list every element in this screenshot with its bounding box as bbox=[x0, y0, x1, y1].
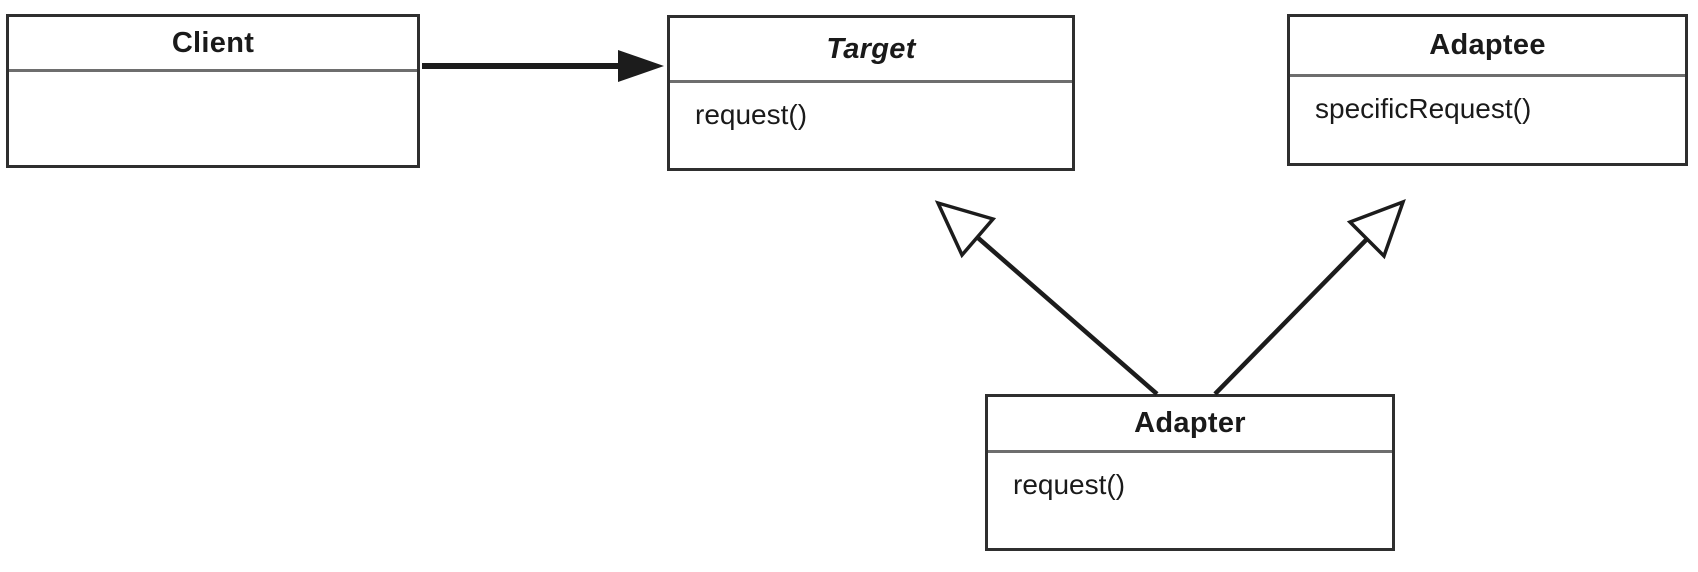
hollow-triangle-icon bbox=[1346, 199, 1406, 260]
class-title-adaptee: Adaptee bbox=[1290, 17, 1685, 77]
method-label: request() bbox=[695, 99, 808, 130]
class-title-adapter: Adapter bbox=[988, 397, 1392, 453]
class-box-target: Target request() bbox=[667, 15, 1075, 171]
class-methods-adaptee: specificRequest() bbox=[1290, 77, 1685, 163]
class-title-target: Target bbox=[670, 18, 1072, 83]
class-methods-target: request() bbox=[670, 83, 1072, 168]
class-box-adapter: Adapter request() bbox=[985, 394, 1395, 551]
class-title-client: Client bbox=[9, 17, 417, 72]
class-methods-client bbox=[9, 72, 417, 165]
class-box-client: Client bbox=[6, 14, 420, 168]
generalization-arrow-adapter-target bbox=[934, 200, 1159, 396]
hollow-triangle-icon bbox=[934, 200, 997, 259]
method-label: specificRequest() bbox=[1315, 93, 1532, 124]
method-label: request() bbox=[1013, 469, 1126, 500]
generalization-arrow-adapter-adaptee bbox=[1213, 199, 1406, 396]
class-box-adaptee: Adaptee specificRequest() bbox=[1287, 14, 1688, 166]
class-methods-adapter: request() bbox=[988, 453, 1392, 548]
association-arrow-client-target bbox=[422, 50, 664, 82]
filled-arrowhead-icon bbox=[618, 50, 664, 82]
